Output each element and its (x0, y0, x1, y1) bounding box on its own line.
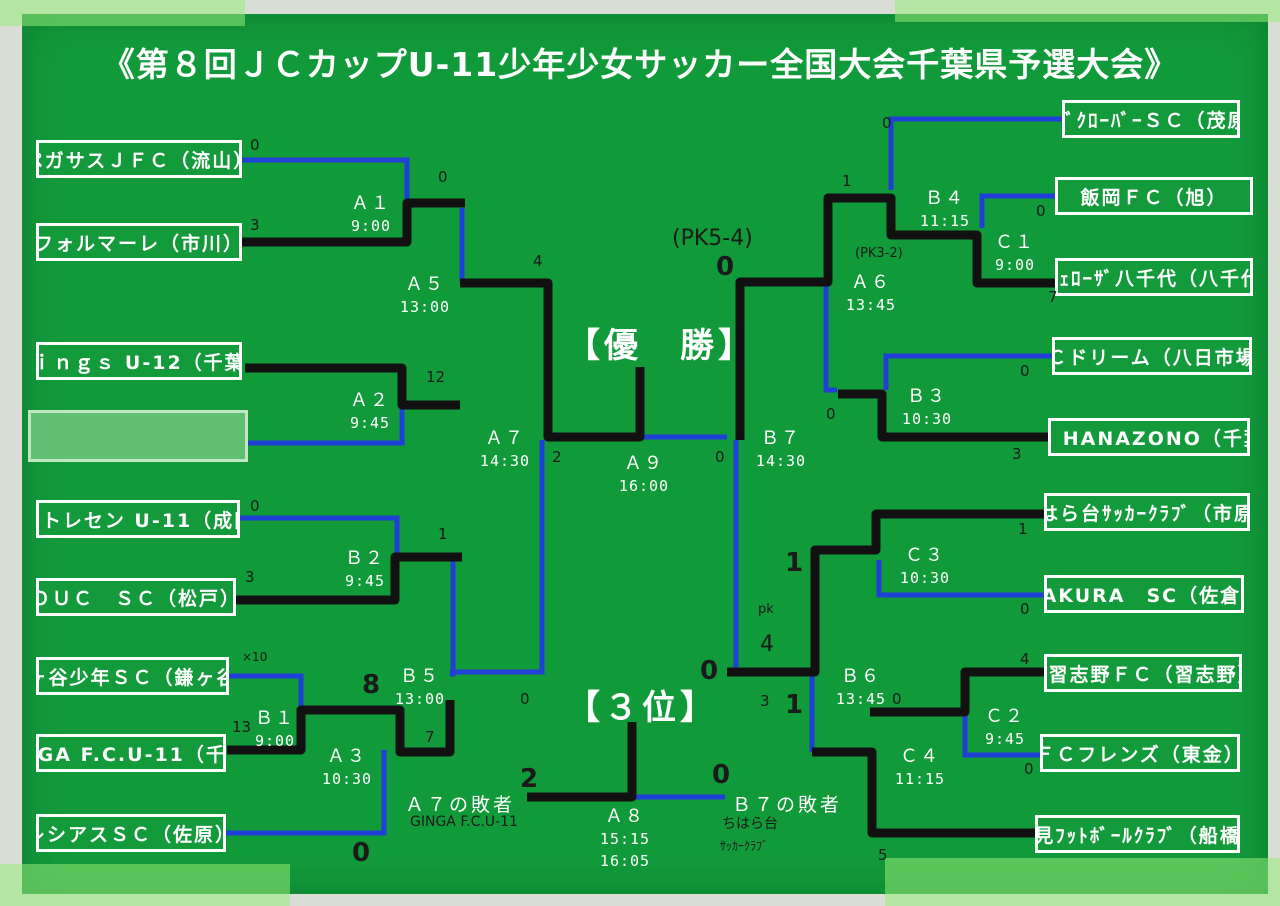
score: 2 (520, 764, 539, 794)
score: 0 (520, 690, 530, 708)
score: 7 (425, 728, 435, 746)
score: 0 (826, 405, 836, 423)
note-pk32: (PK3-2) (855, 246, 903, 261)
score: 0 (712, 760, 731, 790)
team-left-5: 成田トレセン U-11（成田） (36, 500, 240, 538)
team-left-9: レシアスＳＣ（佐原） (36, 814, 226, 852)
note-pk54: (PK5-4) (672, 226, 753, 251)
tape (0, 0, 245, 26)
team-right-4: ＦＣドリーム（八日市場） (1052, 337, 1252, 375)
score: 0 (882, 114, 892, 132)
a7-loser-label: Ａ７の敗者 (405, 794, 516, 816)
score: 0 (892, 690, 902, 708)
note-pk4: 4 (760, 632, 774, 657)
tournament-title: 《第８回ＪＣカップU-11少年少女サッカー全国大会千葉県予選大会》 (101, 45, 1179, 84)
score: 5 (878, 846, 888, 864)
team-left-4-blurred (28, 410, 248, 462)
team-left-7: 鎌ヶ谷少年ＳＣ（鎌ヶ谷） (36, 657, 229, 695)
score: 0 (1036, 202, 1046, 220)
score: 0 (716, 252, 735, 282)
score: 4 (1020, 650, 1030, 668)
score: 12 (426, 368, 446, 386)
score: 3 (245, 568, 255, 586)
team-left-6: ＤＵＣ ＳＣ（松戸） (36, 578, 236, 616)
team-right-2: 飯岡ＦＣ（旭） (1055, 177, 1253, 215)
score: 0 (1020, 600, 1030, 618)
champion-heading: 【優 勝】 (566, 326, 756, 366)
score: 1 (785, 548, 804, 578)
third-place-heading: 【３位】 (566, 688, 718, 728)
score: 3 (760, 692, 770, 710)
score: 7 (1048, 288, 1058, 306)
team-left-2: フォルマーレ（市川） (36, 223, 242, 261)
score: 0 (250, 136, 260, 154)
score: 1 (1018, 520, 1028, 538)
score: 3 (250, 216, 260, 234)
score: 1 (842, 172, 852, 190)
tape (895, 0, 1280, 22)
score: 8 (362, 670, 381, 700)
tape (0, 864, 290, 906)
team-left-3: Ｗｉｎｇｓ U-12（千葉） (36, 342, 242, 380)
note-chihara-2: ｻｯｶｰｸﾗﾌﾞ (720, 839, 769, 853)
team-right-7: SAKURA SC（佐倉） (1044, 575, 1244, 613)
score: 0 (700, 656, 719, 686)
score: 0 (438, 168, 448, 186)
team-right-1: ﾚｯﾄﾞｸﾛｰﾊﾞｰＳＣ（茂原） (1062, 100, 1240, 138)
team-right-3: ｴｽﾌｪﾛｰｻﾞ八千代（八千代） (1055, 258, 1253, 296)
score: 0 (352, 838, 371, 868)
score: 0 (1024, 760, 1034, 778)
note-pk: pk (758, 602, 774, 617)
score: 4 (533, 252, 543, 270)
team-right-5: ＦＣ HANAZONO（千葉） (1048, 418, 1250, 456)
score: 1 (785, 690, 804, 720)
score: 0 (715, 448, 725, 466)
team-left-8: GINGA F.C.U-11（千葉） (36, 734, 226, 772)
tape (885, 858, 1280, 906)
team-right-9: ＦＣフレンズ（東金） (1040, 734, 1240, 772)
score: 0 (1020, 362, 1030, 380)
note-ginga: GINGA F.C.U-11 (410, 814, 518, 830)
team-left-1: ペガサスＪＦＣ（流山） (36, 140, 242, 178)
note-x10: ×10 (242, 650, 268, 664)
score: 13 (232, 718, 252, 736)
score: 1 (438, 525, 448, 543)
team-right-8: 東習志野ＦＣ（習志野） (1044, 654, 1242, 692)
note-chihara-1: ちはら台 (722, 816, 778, 832)
team-right-10: 夏見ﾌｯﾄﾎﾞｰﾙｸﾗﾌﾞ（船橋） (1035, 815, 1240, 853)
score: 2 (552, 448, 562, 466)
score: 0 (250, 497, 260, 515)
score: 3 (1012, 445, 1022, 463)
b7-loser-label: Ｂ７の敗者 (732, 794, 843, 816)
